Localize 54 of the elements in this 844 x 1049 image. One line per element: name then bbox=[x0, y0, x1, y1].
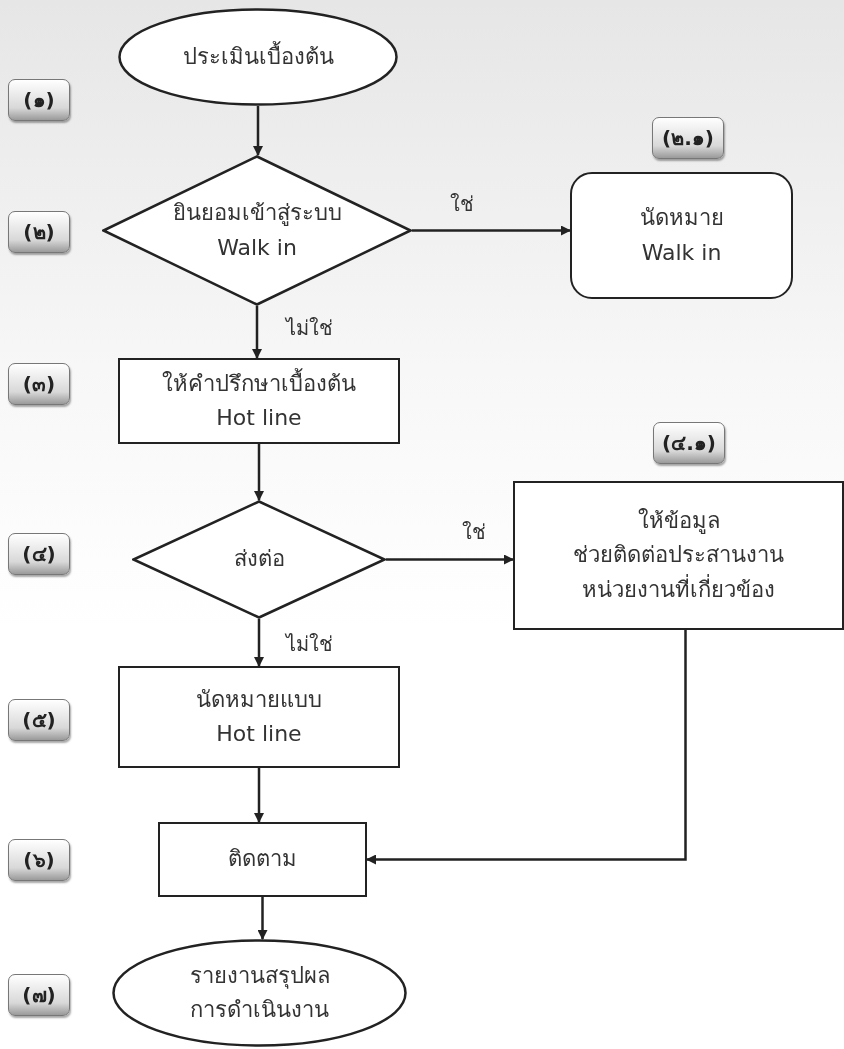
step-number: (๒.๑) bbox=[662, 126, 714, 150]
node-text: Walk in bbox=[217, 233, 297, 262]
node-text: รายงานสรุปผล การดำเนินงาน bbox=[188, 961, 331, 1024]
node-text: ติดตาม bbox=[228, 845, 297, 874]
step-number-badge bbox=[8, 79, 70, 121]
arrow bbox=[252, 306, 262, 359]
start-ellipse bbox=[118, 8, 398, 106]
end-ellipse bbox=[112, 939, 407, 1047]
arrow bbox=[257, 897, 268, 940]
step-number-badge bbox=[652, 117, 724, 159]
step-number: (๑) bbox=[23, 88, 55, 112]
arrow bbox=[254, 444, 264, 501]
arrow bbox=[386, 554, 514, 565]
arrow bbox=[254, 768, 264, 823]
decision-diamond bbox=[102, 155, 412, 306]
node-text: ประเมินเบื้องต้น bbox=[182, 40, 334, 71]
node-text: ยินยอมเข้าสู่ระบบ bbox=[172, 199, 342, 228]
step-number: (๗) bbox=[22, 983, 56, 1007]
step-number-badge bbox=[653, 422, 725, 464]
arrow bbox=[254, 619, 264, 667]
process-box bbox=[570, 172, 793, 299]
decision-diamond bbox=[132, 500, 386, 619]
step-number-badge bbox=[8, 974, 70, 1016]
step-number-badge bbox=[8, 839, 70, 881]
process-box bbox=[118, 666, 400, 768]
node-text: ให้คำปรึกษาเบื้องต้น bbox=[162, 367, 356, 398]
step-number-badge bbox=[8, 211, 70, 253]
edge-label: ใช่ bbox=[462, 519, 486, 546]
process-box bbox=[513, 481, 844, 630]
step-number: (๕) bbox=[22, 708, 56, 732]
node-text: Hot line bbox=[216, 720, 302, 748]
node-text: นัดหมายแบบ bbox=[196, 685, 322, 714]
process-box bbox=[118, 358, 400, 444]
node-text: ส่งต่อ bbox=[233, 545, 285, 574]
arrow bbox=[412, 225, 571, 236]
step-number-badge bbox=[8, 363, 70, 405]
node-text: Hot line bbox=[216, 404, 302, 432]
process-box bbox=[158, 822, 367, 897]
step-number: (๔.๑) bbox=[662, 431, 716, 455]
step-number-badge bbox=[8, 699, 70, 741]
edge-label: ไม่ใช่ bbox=[286, 315, 333, 342]
edge-label: ไม่ใช่ bbox=[286, 631, 333, 658]
arrow bbox=[253, 106, 263, 156]
node-text: นัดหมาย bbox=[639, 204, 724, 233]
step-number: (๔) bbox=[22, 542, 56, 566]
edge-label: ใช่ bbox=[450, 191, 474, 218]
step-number: (๓) bbox=[22, 372, 56, 396]
node-text: Walk in bbox=[641, 238, 722, 267]
arrow bbox=[366, 630, 687, 865]
step-number: (๒) bbox=[23, 220, 55, 244]
node-text: ช่วยติดต่อประสานงาน หน่วยงานที่เกี่ยวข้อง bbox=[572, 541, 785, 604]
node-text: ให้ข้อมูล bbox=[637, 507, 720, 536]
step-number-badge bbox=[8, 533, 70, 575]
step-number: (๖) bbox=[23, 848, 55, 872]
